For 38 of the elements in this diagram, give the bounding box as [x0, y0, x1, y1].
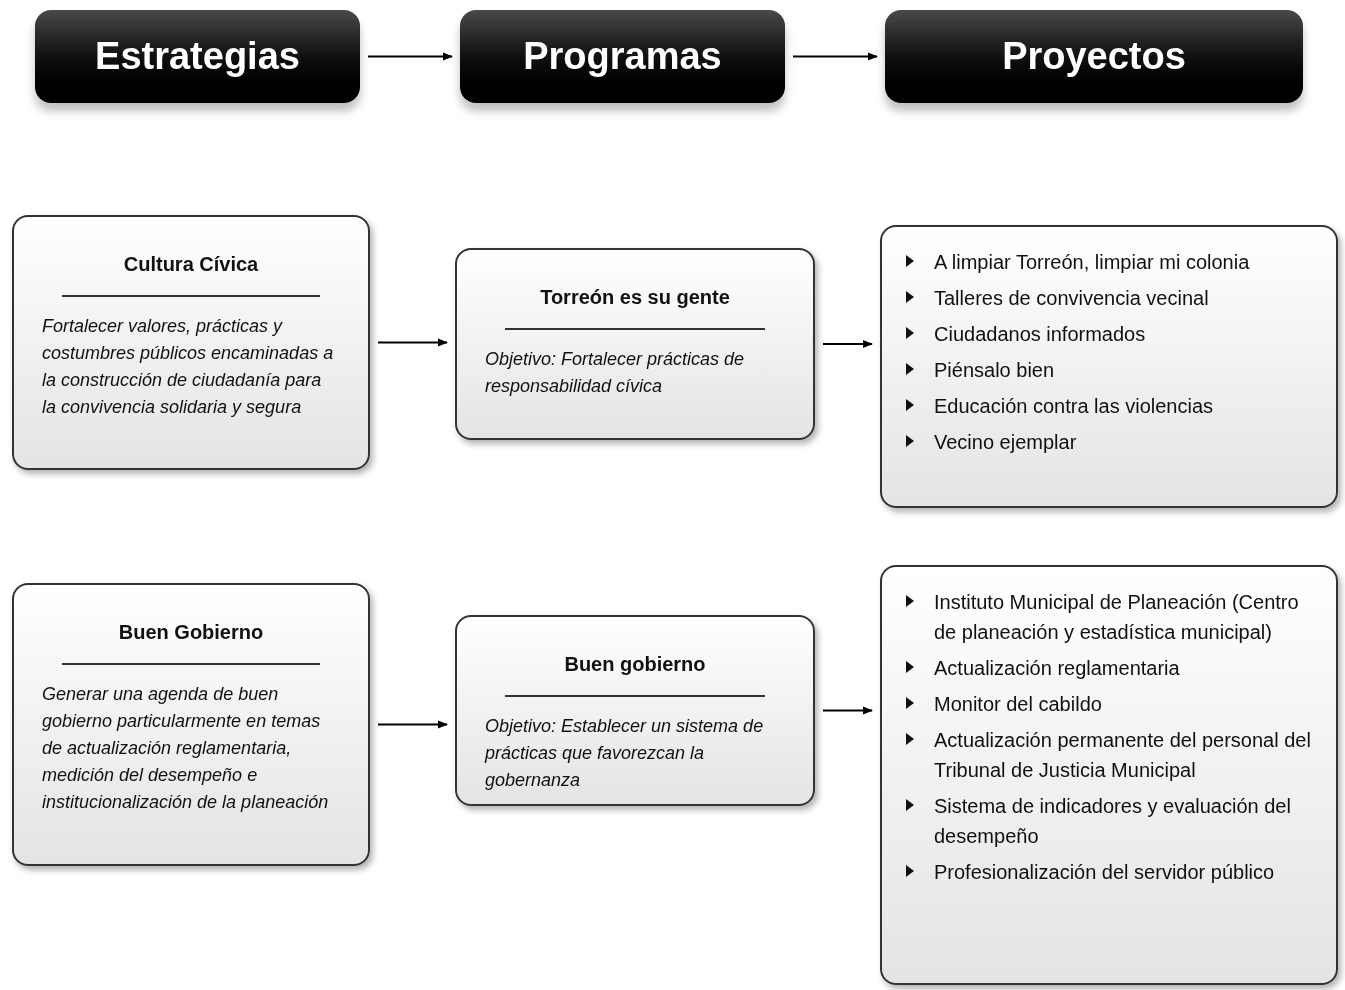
- list-item-text: Actualización permanente del personal del Tribunal de Justicia Municipal: [934, 728, 1312, 783]
- list-item-text: Educación contra las violencias: [934, 394, 1214, 419]
- description-text: Generar una agenda de buen gobierno particularmente en temas de actualización reglamentaria, medición del desempeño e institucionalización de la planeación: [42, 683, 330, 814]
- strategy-card: [12, 583, 370, 866]
- list-item-text: Profesionalización del servidor público: [934, 860, 1275, 885]
- list-item-text: A limpiar Torreón, limpiar mi colonia: [934, 250, 1250, 275]
- arrow: [822, 706, 873, 715]
- arrow: [367, 52, 453, 61]
- description-text: Objetivo: Establecer un sistema de prácticas que favorezcan la gobernanza: [485, 715, 765, 792]
- project-list-card: [880, 225, 1338, 508]
- list-item-text: Instituto Municipal de Planeación (Centro de planeación y estadística municipal): [934, 590, 1300, 645]
- list-item-text: Vecino ejemplar: [934, 430, 1077, 455]
- header-box: [885, 10, 1303, 103]
- arrow: [377, 720, 448, 729]
- description-text: Objetivo: Fortalecer prácticas de responsabilidad cívica: [485, 348, 746, 398]
- list-item-text: Talleres de convivencia vecinal: [934, 286, 1209, 311]
- program-card: [455, 615, 815, 806]
- header-text: Proyectos: [1002, 34, 1186, 79]
- box-title: Buen gobierno: [564, 652, 706, 677]
- arrow: [377, 338, 448, 347]
- project-list-card: [880, 565, 1338, 985]
- header-text: Estrategias: [95, 34, 300, 79]
- box-title: Buen Gobierno: [118, 620, 264, 645]
- list-item-text: Piénsalo bien: [934, 358, 1055, 383]
- box-title: Cultura Cívica: [123, 252, 259, 277]
- header-box: [35, 10, 360, 103]
- list-item-text: Sistema de indicadores y evaluación del desempeño: [934, 794, 1292, 849]
- list-item-text: Actualización reglamentaria: [934, 656, 1180, 681]
- program-card: [455, 248, 815, 440]
- header-text: Programas: [523, 34, 722, 79]
- list-item-text: Monitor del cabildo: [934, 692, 1102, 717]
- list-item-text: Ciudadanos informados: [934, 322, 1146, 347]
- arrow: [792, 52, 878, 61]
- strategy-card: [12, 215, 370, 470]
- header-box: [460, 10, 785, 103]
- box-title: Torreón es su gente: [540, 285, 730, 310]
- description-text: Fortalecer valores, prácticas y costumbres públicos encaminadas a la construcción de ciudadanía para la convivencia solidaria y segura: [42, 315, 335, 419]
- arrow: [822, 340, 873, 348]
